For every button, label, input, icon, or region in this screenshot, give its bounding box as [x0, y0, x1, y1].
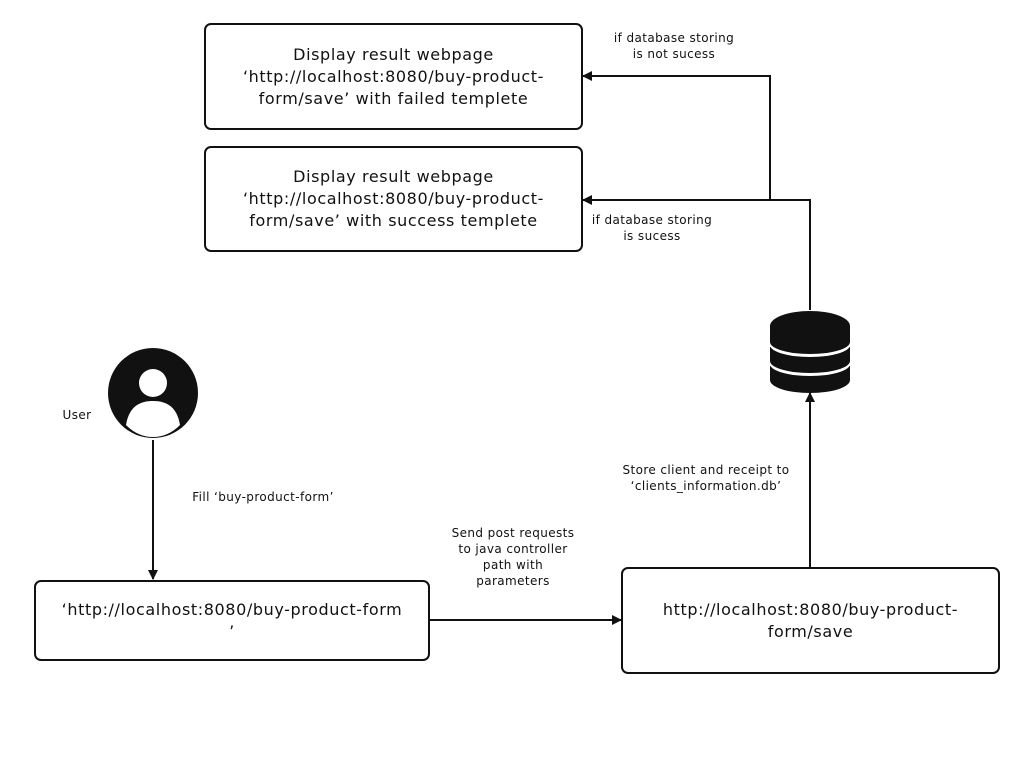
user-label: User [62, 408, 92, 422]
user-avatar-icon [108, 348, 198, 438]
database-icon [770, 311, 850, 393]
if-failed-label: if database storing is not sucess [613, 31, 735, 61]
result-success-text: Display result webpage ‘http://localhost… [243, 167, 544, 230]
save-endpoint-box: http://localhost:8080/buy-product- form/… [621, 567, 1000, 674]
result-success-box: Display result webpage ‘http://localhost… [204, 146, 583, 252]
form-page-text: ‘http://localhost:8080/buy-product-form … [61, 599, 403, 641]
send-post-label: Send post requests to java controller pa… [451, 526, 575, 588]
if-success-label: if database storing is sucess [591, 213, 713, 243]
fill-form-label: Fill ‘buy-product-form’ [192, 490, 334, 504]
arrow-database-to-success [582, 195, 811, 310]
arrow-database-to-failed [582, 71, 771, 200]
save-endpoint-text: http://localhost:8080/buy-product- form/… [662, 599, 959, 641]
result-failed-text: Display result webpage ‘http://localhost… [243, 44, 544, 108]
result-failed-box: Display result webpage ‘http://localhost… [204, 23, 583, 130]
store-db-label: Store client and receipt to ‘clients_inf… [622, 463, 790, 493]
form-page-box: ‘http://localhost:8080/buy-product-form … [34, 580, 430, 661]
